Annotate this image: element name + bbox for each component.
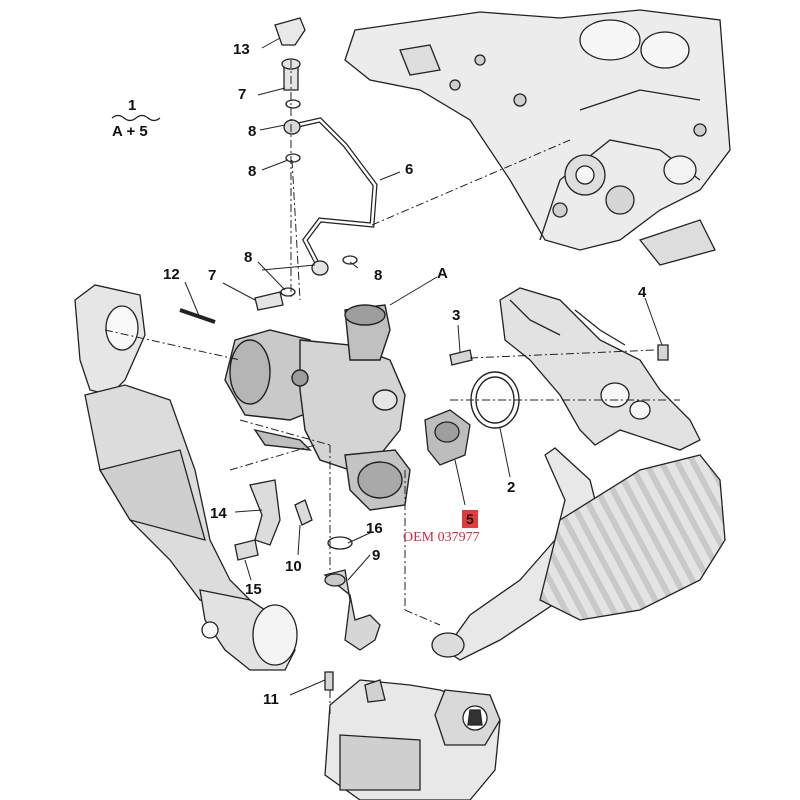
- callout-14: 14: [210, 505, 227, 522]
- clip-13: [274, 17, 306, 46]
- oil-return-pipe: [323, 536, 381, 691]
- oil-feed-pipe-inner: [296, 118, 377, 267]
- callout-8-b: 8: [248, 163, 257, 180]
- callout-2: 2: [507, 479, 516, 496]
- oil-filter-housing: [324, 679, 501, 800]
- catalytic-converter: [74, 284, 298, 671]
- callout-6: 6: [405, 161, 414, 178]
- group-label-bottom: A + 5: [112, 123, 148, 140]
- callout-7-bottom: 7: [208, 267, 217, 284]
- exhaust-manifold: [499, 287, 701, 451]
- engine-block: [344, 9, 731, 266]
- callout-4: 4: [638, 284, 647, 301]
- callout-A: A: [437, 265, 448, 282]
- callout-15: 15: [245, 581, 262, 598]
- oem-number: OEM 037977: [403, 530, 480, 545]
- wastegate-actuator: [424, 409, 471, 466]
- callout-3: 3: [452, 307, 461, 324]
- lower-fittings: [179, 255, 358, 324]
- group-brace: [111, 114, 161, 122]
- callout-8-c: 8: [244, 249, 253, 266]
- callout-9: 9: [372, 547, 381, 564]
- callout-8-d: 8: [374, 267, 383, 284]
- group-label-top: 1: [128, 97, 137, 114]
- callout-13: 13: [233, 41, 250, 58]
- leader-lines: [104, 60, 680, 715]
- callout-16: 16: [366, 520, 383, 537]
- callout-11: 11: [263, 691, 279, 708]
- support-bracket: [234, 479, 313, 561]
- highlighted-callout-5: 5: [462, 510, 478, 528]
- callout-12: 12: [163, 266, 180, 283]
- callout-7-top: 7: [238, 86, 247, 103]
- charge-air-pipe: [431, 447, 726, 661]
- oil-feed-pipe: [295, 117, 378, 268]
- turbocharger: [224, 304, 411, 511]
- callout-8-a: 8: [248, 123, 257, 140]
- callout-10: 10: [285, 558, 302, 575]
- studs: [449, 344, 669, 366]
- callout-leaders: [184, 37, 663, 696]
